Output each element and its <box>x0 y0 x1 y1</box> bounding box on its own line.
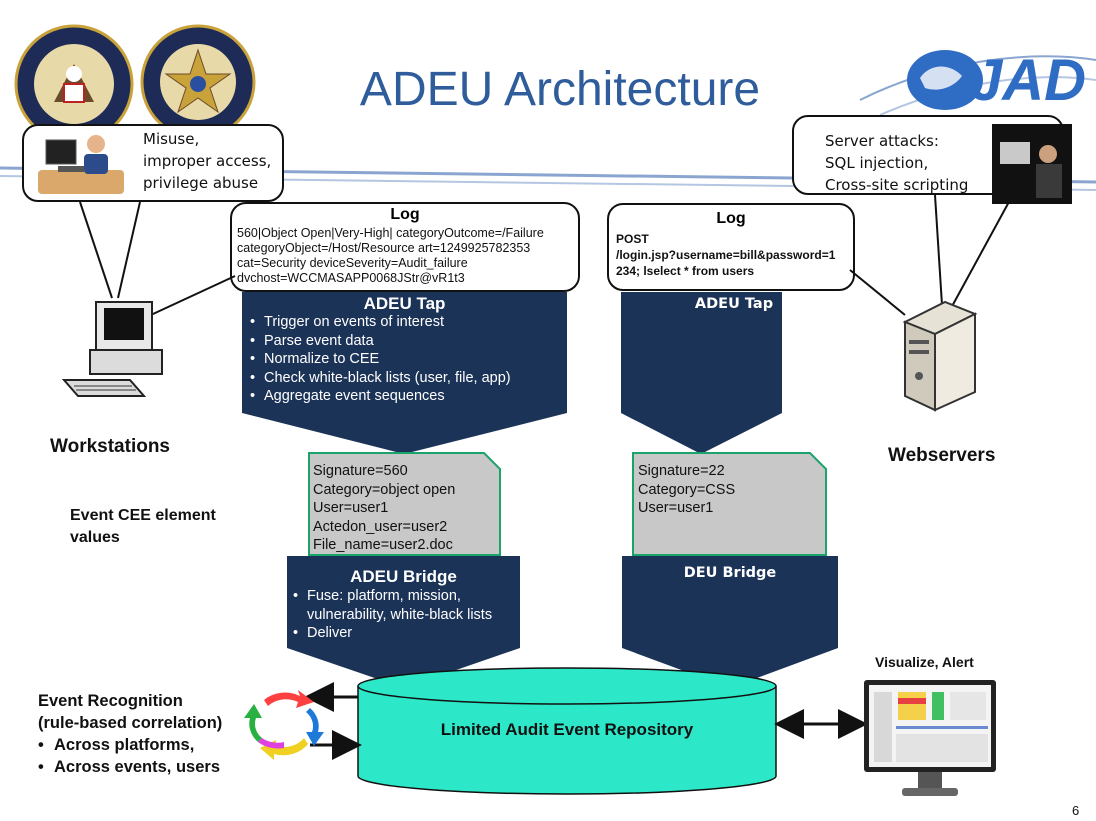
css-seal-logo <box>140 24 256 140</box>
bridge-left-item: Fuse: platform, mission, vulnerability, … <box>291 587 516 624</box>
server-attacks-text: Server attacks: SQL injection, Cross-sit… <box>825 130 985 196</box>
log-right-title: Log <box>716 210 746 227</box>
bridge-left-title: ADEU Bridge <box>350 567 457 586</box>
tap-left-item: Parse event data <box>248 332 563 351</box>
log-left-callout <box>230 202 580 292</box>
event-recognition-line-1: Event Recognition <box>38 692 183 710</box>
correlation-cycle-icon <box>244 690 324 760</box>
webserver-icon <box>902 300 978 412</box>
sig-right-text: Signature=22 Category=CSS User=user1 <box>638 462 823 518</box>
event-cee-label: Event CEE element values <box>70 505 216 549</box>
sig-left-line: Category=object open <box>313 481 456 498</box>
tap-left-item: Trigger on events of interest <box>248 313 563 332</box>
log-left-line-1: 560|Object Open|Very-High| categoryOutco… <box>237 226 544 240</box>
page-number: 6 <box>1072 803 1080 818</box>
event-recognition-label: Event Recognition (rule-based correlatio… <box>38 690 222 778</box>
sig-left-text: Signature=560 Category=object open User=… <box>313 462 498 555</box>
misuse-line-2: improper access, <box>143 152 272 170</box>
log-right-line-1: POST <box>616 232 649 246</box>
jad-logo: JAD <box>907 48 1086 113</box>
log-left-line-2: categoryObject=/Host/Resource art=124992… <box>237 241 531 255</box>
sig-left-line: File_name=user2.doc <box>313 537 453 553</box>
tap-right-title: ADEU Tap <box>694 296 774 312</box>
bridge-left-list: Fuse: platform, mission, vulnerability, … <box>291 587 516 643</box>
attacker-photo <box>992 124 1072 204</box>
misuse-line-1: Misuse, <box>143 130 200 148</box>
log-left-line-3: cat=Security deviceSeverity=Audit_failur… <box>237 256 468 270</box>
event-recognition-line-2: (rule-based correlation) <box>38 714 223 732</box>
event-recognition-bullet-1-text: Across platforms, <box>54 736 195 754</box>
sig-right-line: User=user1 <box>638 500 714 516</box>
sig-left-line: Actedon_user=user2 <box>313 518 448 535</box>
tap-left-item: Aggregate event sequences <box>248 387 563 406</box>
log-right-callout <box>607 203 855 291</box>
webservers-label: Webservers <box>888 445 996 466</box>
bridge-left-item: Deliver <box>291 624 516 643</box>
svg-text:JAD: JAD <box>970 48 1086 113</box>
sig-right-line: Category=CSS <box>638 481 736 498</box>
server-attacks-line-2: SQL injection, <box>825 154 929 172</box>
tap-left-item: Normalize to CEE <box>248 350 563 369</box>
event-recognition-bullet-1: •Across platforms, <box>38 736 195 754</box>
event-cee-line-1: Event CEE element <box>70 507 216 524</box>
log-right-line-3: 234; lselect * from users <box>616 264 755 278</box>
misuse-line-3: privilege abuse <box>143 174 259 192</box>
office-worker-icon <box>38 135 124 194</box>
tap-left-title: ADEU Tap <box>363 294 446 313</box>
visualize-alert-label: Visualize, Alert <box>875 654 974 670</box>
log-right-body: POST /login.jsp?username=bill&password=1… <box>616 231 852 279</box>
bridge-right-title: DEU Bridge <box>683 565 777 581</box>
tap-left-list: Trigger on events of interest Parse even… <box>248 313 563 406</box>
event-cee-line-2: values <box>70 529 120 546</box>
log-right-line-2: /login.jsp?username=bill&password=1 <box>616 248 836 262</box>
event-recognition-bullet-2: •Across events, users <box>38 758 221 776</box>
log-left-body: 560|Object Open|Very-High| categoryOutco… <box>237 226 577 286</box>
visualize-monitor-icon <box>864 680 996 796</box>
page-title: ADEU Architecture <box>359 63 761 116</box>
sig-right-line: Signature=22 <box>638 463 725 479</box>
log-left-line-4: dvchost=WCCMASAPP0068JStr@vR1t3 <box>237 271 465 285</box>
tap-left-item: Check white-black lists (user, file, app… <box>248 369 563 388</box>
sig-left-line: User=user1 <box>313 500 389 516</box>
workstation-computer-icon <box>61 301 163 397</box>
nsa-seal-logo <box>14 24 134 144</box>
sig-left-line: Signature=560 <box>313 463 408 479</box>
server-attacks-line-1: Server attacks: <box>825 132 939 150</box>
workstations-label: Workstations <box>50 436 171 457</box>
event-recognition-bullet-2-text: Across events, users <box>54 758 221 776</box>
misuse-text: Misuse, improper access, privilege abuse <box>143 128 283 194</box>
log-left-title: Log <box>390 206 420 223</box>
repository-label: Limited Audit Event Repository <box>440 720 694 739</box>
server-attacks-line-3: Cross-site scripting <box>825 176 969 194</box>
